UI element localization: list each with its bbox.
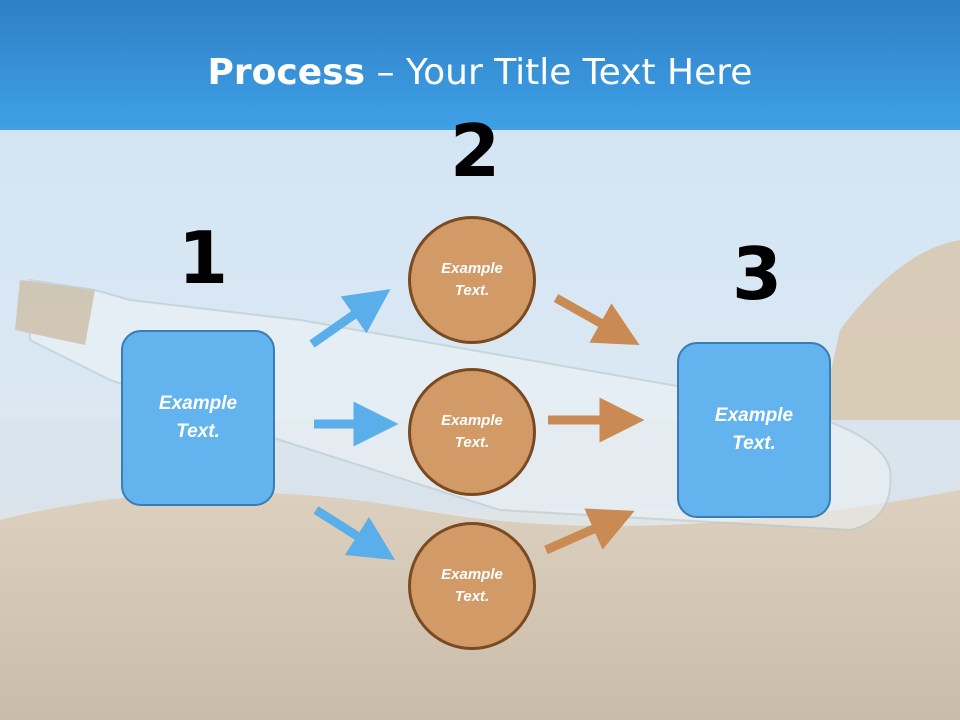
arrow-bottom-to-3	[544, 508, 635, 555]
step-2-circle-bottom: Example Text.	[408, 522, 536, 650]
title-bold: Process	[207, 52, 366, 93]
arrow-1-to-top	[309, 289, 391, 348]
step-2-circle-top: Example Text.	[408, 216, 536, 344]
step-number-3: 3	[732, 232, 783, 316]
title-rest: – Your Title Text Here	[365, 52, 753, 93]
step-1-box: Example Text.	[121, 330, 275, 506]
circle-bottom-text: Example Text.	[441, 565, 503, 606]
circle-middle-text: Example Text.	[441, 411, 503, 452]
step-3-box: Example Text.	[677, 342, 831, 518]
step-2-circle-middle: Example Text.	[408, 368, 536, 496]
step-number-1: 1	[178, 216, 229, 300]
step-1-text: Example Text.	[158, 392, 238, 443]
arrow-top-to-3	[553, 294, 640, 346]
step-number-2: 2	[450, 109, 501, 193]
step-3-text: Example Text.	[714, 404, 794, 455]
circle-top-text: Example Text.	[441, 259, 503, 300]
arrow-1-to-bottom	[313, 506, 396, 561]
slide-title: Process – Your Title Text Here	[0, 52, 960, 93]
title-bar	[0, 0, 960, 130]
